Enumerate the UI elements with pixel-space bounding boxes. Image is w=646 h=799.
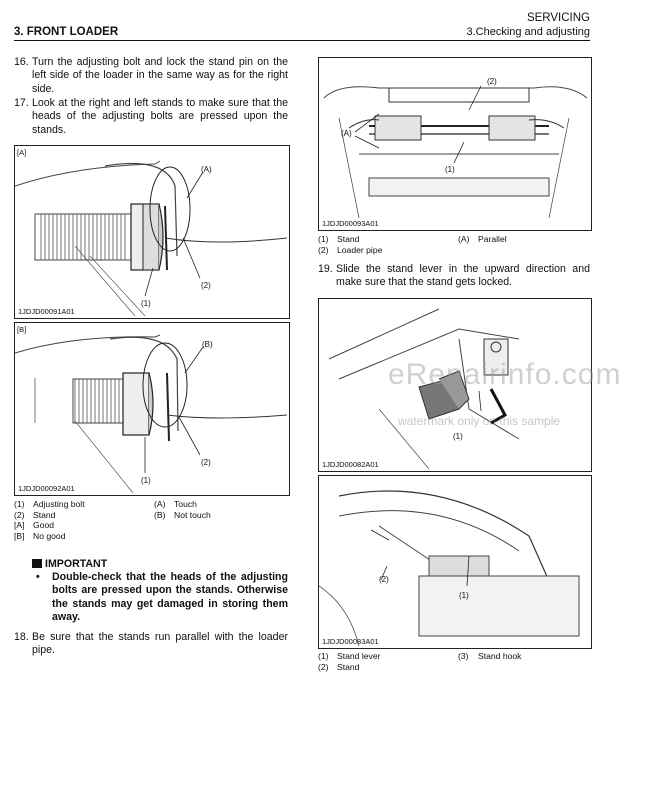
figure-code: 1JDJD00083A01 (322, 637, 379, 646)
legend-lever-figure: (1) Stand lever (3) Stand hook (2) Stand (318, 651, 590, 672)
label-B: (B) (202, 340, 213, 349)
legend-value: Loader pipe (337, 244, 383, 255)
legend-row: (2) Stand (318, 662, 590, 673)
legend-row: (2) Loader pipe (318, 245, 590, 256)
figure-stand-hook: (2) (1) 1JDJD00083A01 (318, 475, 592, 649)
label-1: (1) (445, 165, 455, 174)
figure-bolt-touch: (A) (2) (1) [A] 1JDJD00091A01 (14, 145, 290, 319)
legend-key: (2) (318, 244, 329, 255)
label-1: (1) (141, 299, 151, 308)
stand-lever-illustration: (1) (328, 308, 520, 470)
figure-bolt-not-touch: (B) (2) (1) [B] 1JDJD00092A01 (14, 322, 290, 496)
legend-key: (1) (318, 234, 329, 244)
legend-key: (3) (458, 651, 469, 661)
legend-key: [B] (14, 530, 25, 541)
legend-key: (A) (154, 499, 166, 509)
legend-row: (2) Stand (B) Not touch (14, 510, 288, 521)
legend-key: (B) (154, 509, 166, 520)
step-number: 19. (318, 263, 333, 275)
legend-row: (1) Adjusting bolt (A) Touch (14, 499, 288, 510)
bolt-not-touch-illustration: (B) (2) (1) (15, 334, 288, 494)
warning-square-icon (32, 559, 42, 568)
figure-code: 1JDJD00091A01 (18, 307, 75, 316)
label-1: (1) (141, 476, 151, 485)
important-text: Double-check that the heads of the adjus… (52, 571, 288, 624)
legend-key: (2) (318, 661, 329, 672)
section-title-left: 3. FRONT LOADER (14, 26, 119, 38)
step-18: 18. Be sure that the stands run parallel… (14, 631, 288, 658)
stands-parallel-illustration: (A) (2) (1) (323, 77, 588, 219)
step-number: 18. (14, 631, 29, 643)
legend-value: Good (33, 520, 55, 531)
figure-code: 1JDJD00092A01 (18, 484, 75, 493)
legend-row: [B] No good (14, 531, 288, 542)
label-2: (2) (201, 458, 211, 467)
legend-row: (1) Stand (A) Parallel (318, 234, 590, 245)
header-rule (14, 40, 590, 41)
legend-key: (1) (318, 651, 329, 661)
section-subtitle-right: 3.Checking and adjusting (466, 26, 590, 38)
legend-value: Stand (337, 234, 360, 244)
bolt-touch-illustration: (A) (2) (1) (15, 160, 288, 317)
legend-row: [A] Good (14, 520, 288, 531)
legend-value: Stand (337, 661, 360, 672)
legend-bolt-figures: (1) Adjusting bolt (A) Touch (2) Stand (… (14, 499, 288, 541)
legend-value: No good (33, 530, 66, 541)
legend-value: Adjusting bolt (33, 499, 85, 509)
label-1: (1) (459, 591, 469, 600)
legend-stands-figure: (1) Stand (A) Parallel (2) Loader pipe (318, 234, 590, 255)
legend-value: Stand (33, 509, 56, 520)
legend-key: [A] (14, 520, 25, 531)
legend-key: (2) (14, 509, 25, 520)
watermark-note: watermark only on this sample (398, 414, 561, 428)
step-text: Slide the stand lever in the upward dire… (336, 263, 590, 289)
figure-tag: [B] (17, 325, 27, 334)
important-note: • Double-check that the heads of the adj… (36, 571, 288, 625)
step-number: 17. (14, 97, 29, 109)
legend-value: Not touch (174, 509, 211, 520)
step-17: 17. Look at the right and left stands to… (14, 97, 288, 137)
label-2: (2) (201, 281, 211, 290)
figure-code: 1JDJD00093A01 (322, 219, 379, 228)
label-1: (1) (453, 432, 463, 441)
figure-stands-parallel: (A) (2) (1) 1JDJD00093A01 (318, 57, 592, 231)
watermark-site: eRepairinfo.com (388, 358, 622, 391)
label-2: (2) (379, 575, 389, 584)
step-19: 19. Slide the stand lever in the upward … (318, 263, 590, 290)
label-2: (2) (487, 77, 497, 86)
legend-value: Stand lever (337, 651, 381, 661)
section-title-right: SERVICING (526, 12, 590, 24)
step-number: 16. (14, 56, 29, 68)
figure-tag: [A] (17, 148, 27, 157)
legend-value: Touch (174, 499, 197, 509)
stand-hook-illustration: (2) (1) (319, 490, 580, 647)
legend-value: Parallel (478, 234, 507, 244)
important-title: IMPORTANT (32, 558, 107, 570)
legend-value: Stand hook (478, 651, 522, 661)
legend-key: (A) (458, 234, 470, 244)
label-A: (A) (341, 129, 352, 138)
legend-row: (1) Stand lever (3) Stand hook (318, 651, 590, 662)
step-text: Look at the right and left stands to mak… (32, 97, 288, 136)
legend-key: (1) (14, 499, 25, 509)
step-text: Turn the adjusting bolt and lock the sta… (32, 56, 288, 95)
important-title-text: IMPORTANT (45, 558, 108, 570)
figure-stand-lever-slide: (1) 1JDJD00082A01 (318, 298, 592, 472)
bullet: • (36, 571, 40, 583)
step-text: Be sure that the stands run parallel wit… (32, 631, 288, 657)
step-16: 16. Turn the adjusting bolt and lock the… (14, 56, 288, 96)
figure-code: 1JDJD00082A01 (322, 460, 379, 469)
label-A: (A) (201, 165, 212, 174)
